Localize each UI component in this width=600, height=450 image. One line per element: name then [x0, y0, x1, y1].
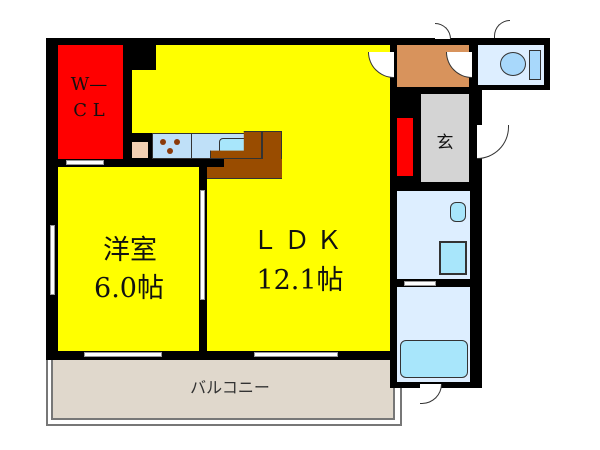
shoe-cabinet	[397, 118, 413, 176]
washing-machine-icon	[439, 241, 467, 275]
western-room	[58, 167, 199, 351]
bathtub-icon	[400, 340, 468, 378]
western-room-balcony-window[interactable]	[84, 352, 162, 357]
entrance-door[interactable]	[477, 125, 509, 159]
west-window[interactable]	[50, 225, 55, 295]
wcl-label-2: C L	[73, 100, 105, 121]
ldk-upper	[132, 45, 390, 133]
toilet-icon	[500, 52, 526, 76]
bath-door[interactable]	[404, 281, 436, 286]
closet-door[interactable]	[66, 160, 104, 165]
kitchen-storage	[132, 142, 148, 158]
balcony-floor	[51, 358, 395, 420]
washbasin-icon	[450, 202, 466, 222]
walk-in-closet	[58, 45, 123, 159]
top-door-left[interactable]	[435, 23, 451, 39]
ldk-balcony-window[interactable]	[254, 352, 338, 357]
ldk-size: 12.1帖	[256, 265, 344, 296]
genkan	[421, 94, 469, 182]
outer-door[interactable]	[420, 384, 442, 404]
balcony-label: バルコニー	[190, 378, 270, 397]
pillar	[126, 38, 156, 70]
wcl-label-1: W—	[70, 74, 108, 95]
ldk-name: ＬＤＫ	[251, 226, 348, 256]
stove-icon	[152, 133, 192, 159]
ldk-fill	[270, 120, 390, 140]
sliding-door[interactable]	[200, 190, 205, 300]
genkan-label: 玄	[436, 133, 454, 153]
toilet-tank	[529, 50, 541, 80]
western-room-name: 洋室	[103, 235, 157, 266]
western-room-size: 6.0帖	[94, 273, 164, 304]
top-door-right[interactable]	[494, 20, 510, 38]
